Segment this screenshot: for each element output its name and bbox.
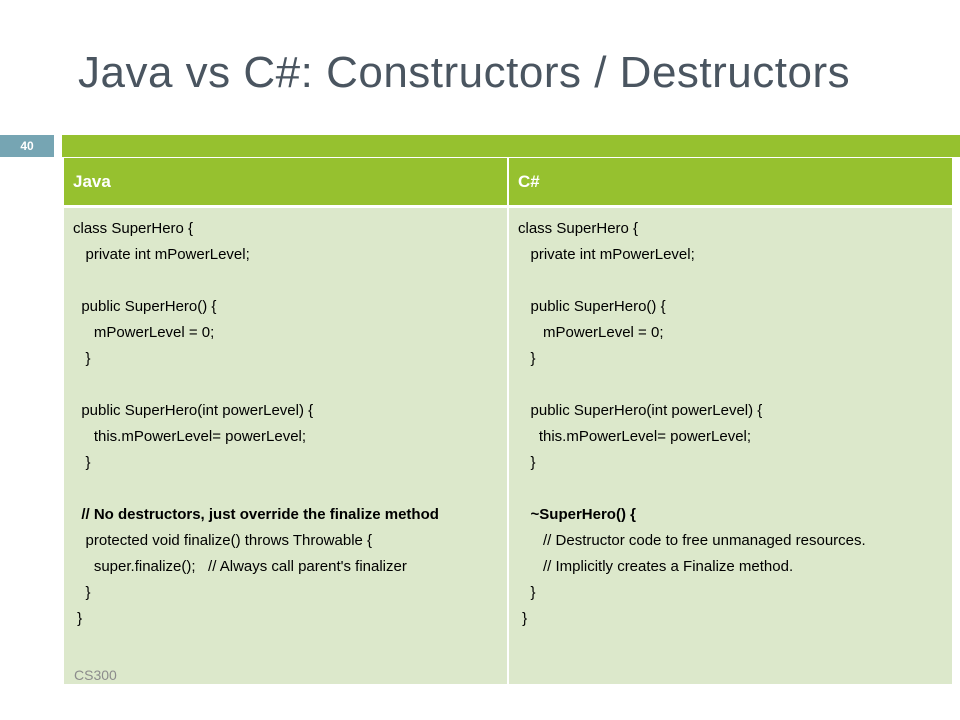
- code-line: private int mPowerLevel;: [518, 246, 695, 263]
- code-line-bold: // No destructors, just override the fin…: [73, 506, 439, 523]
- code-line: [73, 372, 498, 398]
- code-line: }: [518, 584, 536, 601]
- code-line: private int mPowerLevel;: [73, 246, 250, 263]
- code-line: }: [518, 610, 528, 627]
- code-line: this.mPowerLevel= powerLevel;: [518, 428, 752, 445]
- code-line: }: [73, 584, 91, 601]
- code-line: this.mPowerLevel= powerLevel;: [73, 428, 307, 445]
- header-java: Java: [64, 158, 509, 207]
- csharp-code-block: class SuperHero { private int mPowerLeve…: [518, 216, 943, 632]
- code-line: public SuperHero(int powerLevel) {: [73, 402, 314, 419]
- code-line: }: [518, 454, 536, 471]
- code-line: class SuperHero {: [518, 220, 639, 237]
- java-code-block: class SuperHero { private int mPowerLeve…: [73, 216, 498, 632]
- code-line: [73, 268, 498, 294]
- code-line: public SuperHero() {: [518, 298, 666, 315]
- code-line: [73, 476, 498, 502]
- comparison-table: Java C# class SuperHero { private int mP…: [64, 158, 952, 684]
- code-line: [518, 268, 943, 294]
- code-line-bold: ~SuperHero() {: [518, 506, 636, 523]
- java-code-cell: class SuperHero { private int mPowerLeve…: [64, 205, 509, 684]
- table-header-row: Java C#: [64, 158, 952, 207]
- code-line: // Implicitly creates a Finalize method.: [518, 558, 794, 575]
- accent-bar: [62, 135, 960, 157]
- slide-title: Java vs C#: Constructors / Destructors: [78, 48, 851, 97]
- slide-number: 40: [0, 135, 54, 157]
- csharp-code-cell: class SuperHero { private int mPowerLeve…: [508, 205, 952, 684]
- code-line: // Destructor code to free unmanaged res…: [518, 532, 866, 549]
- code-line: [518, 476, 943, 502]
- code-line: mPowerLevel = 0;: [73, 324, 215, 341]
- code-line: }: [73, 350, 91, 367]
- header-csharp: C#: [508, 158, 952, 207]
- code-line: }: [73, 454, 91, 471]
- code-line: [518, 372, 943, 398]
- code-line: }: [73, 610, 83, 627]
- code-line: }: [518, 350, 536, 367]
- code-line: public SuperHero(int powerLevel) {: [518, 402, 763, 419]
- code-line: mPowerLevel = 0;: [518, 324, 664, 341]
- code-line: protected void finalize() throws Throwab…: [73, 532, 373, 549]
- code-line: super.finalize(); // Always call parent'…: [73, 558, 407, 575]
- footer-course-code: CS300: [74, 667, 117, 683]
- code-line: class SuperHero {: [73, 220, 194, 237]
- table-row: class SuperHero { private int mPowerLeve…: [64, 205, 952, 684]
- code-line: public SuperHero() {: [73, 298, 217, 315]
